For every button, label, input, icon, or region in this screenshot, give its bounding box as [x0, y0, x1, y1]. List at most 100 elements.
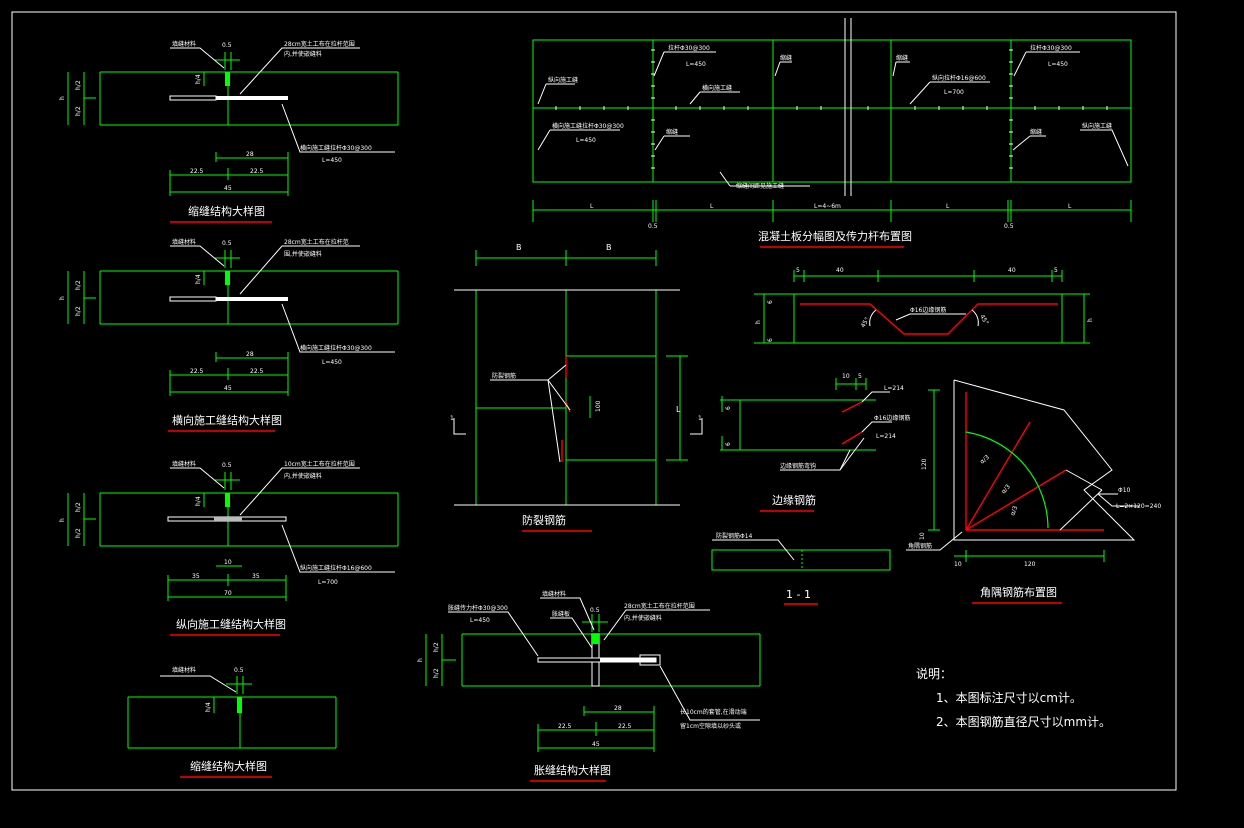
title-section: 1 - 1: [786, 588, 811, 601]
edge-dim-10: 10: [842, 373, 850, 380]
edge-top-dim-5a: 5: [796, 267, 800, 274]
edge-top-dim-40b: 40: [1008, 267, 1016, 274]
expansion-label-cap-1: 长10cm的套管,在滑动端: [680, 708, 747, 716]
crack-dim-100: 100: [595, 400, 602, 412]
detail-section-1-1: 防裂钢筋Φ14 1 - 1: [711, 532, 891, 605]
plan-label-b: 拉杆Φ30@300: [1030, 44, 1072, 52]
title-plan: 混凝土板分幅图及传力杆布置图: [758, 229, 912, 243]
corner-dim-10b: 10: [919, 532, 926, 540]
crack-mark-left: 1: [450, 415, 454, 422]
edge-label-L2: L=214: [876, 433, 896, 440]
edge-dim-6a: 6: [725, 406, 732, 410]
plan-label-h: 纵向拉杆Φ16@600: [932, 74, 986, 82]
label-rebar-1: 横向施工缝拉杆Φ30@300: [300, 144, 372, 152]
label-rebar-L-1: L=450: [322, 157, 342, 164]
corner-label-rebar: Φ10: [1118, 487, 1131, 494]
plan-label-c: 纵向施工缝: [548, 76, 578, 84]
joint-filler: [225, 72, 230, 86]
title-detail-1: 缩缝结构大样图: [188, 204, 265, 218]
corner-label-a3a: α/3: [979, 454, 991, 466]
dim-h2a-3: h/2: [75, 502, 82, 512]
plan-label-g: 纵向施工缝: [1082, 122, 1112, 130]
dim-h-2: h: [59, 296, 66, 300]
label-rebar-L-3: L=700: [318, 579, 338, 586]
plan-label-i-L: L=450: [576, 137, 596, 144]
corner-label-L: L=2×120=240: [1116, 503, 1161, 510]
edge-top-dim-h: h: [755, 320, 762, 324]
edge-label-L1: L=214: [884, 385, 904, 392]
title-expansion: 胀缝结构大样图: [534, 763, 611, 777]
plan-label-b-L: L=450: [1048, 61, 1068, 68]
plan-dim-1: L: [590, 203, 594, 210]
dim-top-2: 0.5: [222, 240, 232, 247]
dowel-bar-left: [169, 95, 217, 101]
dowel-bar-right: [216, 96, 288, 100]
crack-dim-b1: B: [516, 243, 522, 252]
dim-top-1: 0.5: [222, 42, 232, 49]
expansion-label-cap-2: 留1cm空隙填以纱头或: [680, 722, 741, 730]
crack-dim-b2: B: [606, 243, 612, 252]
plan-dim-2: L: [710, 203, 714, 210]
plan-label-e: 缩缝: [780, 54, 792, 62]
edge-label-bottom: 边缘钢筋弯钩: [780, 462, 816, 470]
label-rebar-3: 纵向施工缝拉杆Φ16@600: [300, 564, 372, 572]
dim-h-3: h: [59, 518, 66, 522]
edge-top-dim-40a: 40: [836, 267, 844, 274]
edge-dim-5: 5: [858, 373, 862, 380]
expansion-label-board: 胀缝板: [552, 610, 570, 618]
label-rebar-2: 横向施工缝拉杆Φ30@300: [300, 344, 372, 352]
detail-edge-rebar-elevation: 5 40 40 5 45° 45° Φ16边缘钢筋 h h 6 6: [754, 267, 1094, 344]
plan-dim-05b: 0.5: [1004, 223, 1014, 230]
dim-top-4: 0.5: [234, 667, 244, 674]
crack-label-rebar: 防裂钢筋: [492, 372, 516, 380]
expansion-dim-45: 45: [592, 741, 600, 748]
crack-mark-right: 1: [698, 415, 702, 422]
corner-dim-120v: 120: [921, 458, 928, 470]
plan-dim-5: L: [1068, 203, 1072, 210]
dim-225b-2: 22.5: [250, 368, 264, 375]
corner-dim-10a: 10: [954, 561, 962, 568]
corner-label-a3c: α/3: [1009, 505, 1019, 517]
label-geotextile-3b: 内,并使嵌缝料: [284, 472, 322, 480]
detail-transverse-construction-joint: 填缝材料 0.5 28cm宽土工布在拉杆范 围,并使嵌缝料 横向施工缝拉杆Φ30…: [59, 238, 399, 432]
dim-h2b-3: h/2: [75, 528, 82, 538]
expansion-label-dowel: 胀缝传力杆Φ30@300: [448, 604, 508, 612]
title-detail-3: 纵向施工缝结构大样图: [176, 617, 286, 631]
dim-45-1: 45: [224, 185, 232, 192]
expansion-dim-225a: 22.5: [558, 723, 572, 730]
corner-label-bottom: 角隅钢筋: [908, 542, 932, 550]
edge-top-dim-6a: 6: [767, 300, 774, 304]
edge-top-angle-b: 45°: [978, 314, 989, 327]
expansion-label-dowel-L: L=450: [470, 617, 490, 624]
detail-longitudinal-construction-joint: 填缝材料 0.5 10cm宽土工布在拉杆范围 内,并使嵌缝料 纵向施工缝拉杆Φ1…: [59, 460, 399, 636]
plan-label-m: 缩缝间距见施工缝: [736, 182, 784, 190]
dim-225a-2: 22.5: [190, 368, 204, 375]
title-detail-4: 缩缝结构大样图: [190, 759, 267, 773]
edge-top-angle-a: 45°: [860, 316, 871, 329]
plan-label-a-L: L=450: [686, 61, 706, 68]
dim-h2a-1: h/2: [75, 80, 82, 90]
expansion-dim-top: 0.5: [590, 607, 600, 614]
dim-35a-3: 35: [192, 573, 200, 580]
plan-dim-4: L: [946, 203, 950, 210]
plan-label-h-L: L=700: [944, 89, 964, 96]
plan-label-f: 缩缝: [896, 54, 908, 62]
edge-label-rebar: Φ16边缘钢筋: [874, 414, 910, 422]
expansion-dim-h2b: h/2: [433, 668, 440, 678]
detail-edge-rebar: 10 5 L=214 Φ16边缘钢筋 L=214 边缘钢筋弯钩 6 6 边缘钢筋: [720, 373, 910, 512]
dim-225a-1: 22.5: [190, 168, 204, 175]
detail-anti-crack-rebar: B B 防裂钢筋 L 100 1 1 防裂钢筋: [450, 243, 703, 532]
edge-dim-6b: 6: [725, 442, 732, 446]
corner-dim-120h: 120: [1024, 561, 1036, 568]
notes-line-1: 1、本图标注尺寸以cm计。: [936, 690, 1082, 705]
notes-title: 说明：: [916, 666, 952, 681]
expansion-filler: [592, 634, 599, 644]
dim-h-1: h: [59, 96, 66, 100]
dim-10-3: 10: [224, 559, 232, 566]
dim-70-3: 70: [224, 590, 232, 597]
plan-label-a: 拉杆Φ30@300: [668, 44, 710, 52]
dim-h2b-2: h/2: [75, 306, 82, 316]
crack-dim-L: L: [676, 405, 681, 414]
